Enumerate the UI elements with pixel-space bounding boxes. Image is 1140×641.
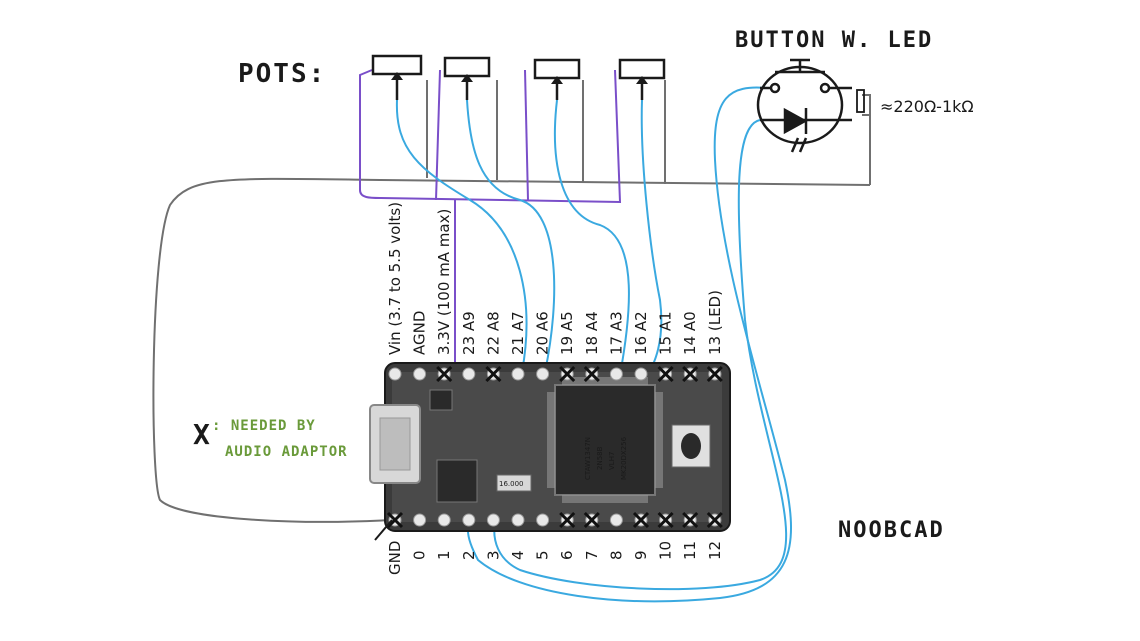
bottom-pin-label: 8 — [607, 550, 625, 560]
bottom-pin-label: 11 — [681, 541, 699, 560]
board-pad — [634, 367, 648, 381]
board-pad — [511, 367, 525, 381]
board-pad — [462, 367, 476, 381]
legend-x-mark: X — [193, 418, 212, 451]
gnd-tail — [374, 519, 393, 541]
bottom-pin-label: 10 — [657, 541, 675, 560]
brand-label: NOOBCAD — [838, 518, 945, 543]
chip-line-3: VLH7 — [608, 452, 616, 470]
bottom-pin-label: 0 — [411, 550, 429, 560]
legend-line-1: : NEEDED BY — [212, 418, 316, 434]
button-label: BUTTON W. LED — [735, 28, 933, 53]
crystal — [496, 474, 532, 492]
chip-line-2: 2N58B — [596, 446, 604, 470]
audio-adaptor-marks — [386, 365, 723, 529]
board-pad — [609, 367, 623, 381]
x-mark — [682, 365, 699, 383]
board-pad — [609, 513, 623, 527]
x-mark — [559, 365, 576, 383]
x-mark — [706, 365, 723, 383]
bottom-pin-label: 1 — [435, 550, 453, 560]
bottom-pin-label: 3 — [484, 550, 502, 560]
bottom-pin-label: 7 — [583, 550, 601, 560]
top-pin-label: 19 A5 — [558, 311, 576, 355]
x-mark — [559, 511, 576, 529]
board-pad — [413, 513, 427, 527]
top-pin-label: 23 A9 — [460, 311, 478, 355]
top-pin-label: 21 A7 — [509, 311, 527, 355]
x-mark — [386, 511, 404, 529]
board-pad — [413, 367, 427, 381]
board-pad — [462, 513, 476, 527]
top-pin-label: 3.3V (100 mA max) — [435, 209, 453, 355]
teensy-board: CTAW1347N 2N58B VLH7 MK20DX256 16.000 — [369, 362, 731, 532]
top-pin-label: AGND — [411, 311, 429, 355]
usb-chip — [436, 459, 478, 503]
x-mark — [485, 365, 502, 383]
pot-3 — [533, 58, 581, 100]
top-pin-label: 17 A3 — [607, 311, 625, 355]
board-pad — [388, 367, 402, 381]
top-pin-labels: Vin (3.7 to 5.5 volts) AGND 3.3V (100 mA m… — [386, 202, 724, 355]
board-pad — [437, 513, 451, 527]
x-mark — [706, 511, 723, 529]
crystal-label: 16.000 — [499, 480, 524, 488]
resistor-label: ≈220Ω-1kΩ — [880, 97, 974, 116]
signal-wires — [395, 86, 792, 603]
board-pad — [511, 513, 525, 527]
chip-line-4: MK20DX256 — [620, 436, 628, 480]
x-mark — [657, 365, 674, 383]
x-mark — [682, 511, 699, 529]
board-pad — [486, 513, 500, 527]
board-pad — [536, 513, 550, 527]
x-mark — [632, 511, 650, 529]
x-mark — [436, 365, 453, 383]
bottom-pin-label: 5 — [534, 550, 552, 560]
x-mark — [583, 365, 600, 383]
top-pin-label: 14 A0 — [681, 311, 699, 355]
button-with-led — [756, 58, 865, 153]
top-pin-label: 22 A8 — [484, 311, 502, 355]
top-pin-label: Vin (3.7 to 5.5 volts) — [386, 202, 404, 355]
chip-line-1: CTAW1347N — [584, 437, 592, 480]
bottom-pin-label: GND — [386, 541, 404, 575]
top-pin-label: 18 A4 — [583, 311, 601, 355]
top-pin-label: 20 A6 — [534, 311, 552, 355]
pot-2 — [443, 56, 491, 100]
ground-wire — [152, 80, 871, 523]
board-pad — [536, 367, 550, 381]
top-pin-label: 15 A1 — [657, 311, 675, 355]
bottom-pin-label: 6 — [558, 550, 576, 560]
mcu-chip — [554, 384, 656, 496]
top-pin-label: 16 A2 — [632, 311, 650, 355]
bottom-pin-label: 4 — [509, 550, 527, 560]
bottom-pin-label: 2 — [460, 550, 478, 560]
x-mark — [657, 511, 674, 529]
x-mark — [583, 511, 600, 529]
bottom-pin-label: 9 — [632, 550, 650, 560]
pots-label: POTS: — [238, 59, 326, 89]
bottom-pin-label: 12 — [706, 541, 724, 560]
top-pin-label: 13 (LED) — [706, 290, 724, 355]
pot-4 — [618, 58, 666, 100]
pot-1 — [371, 54, 423, 100]
legend-line-2: AUDIO ADAPTOR — [225, 444, 348, 460]
